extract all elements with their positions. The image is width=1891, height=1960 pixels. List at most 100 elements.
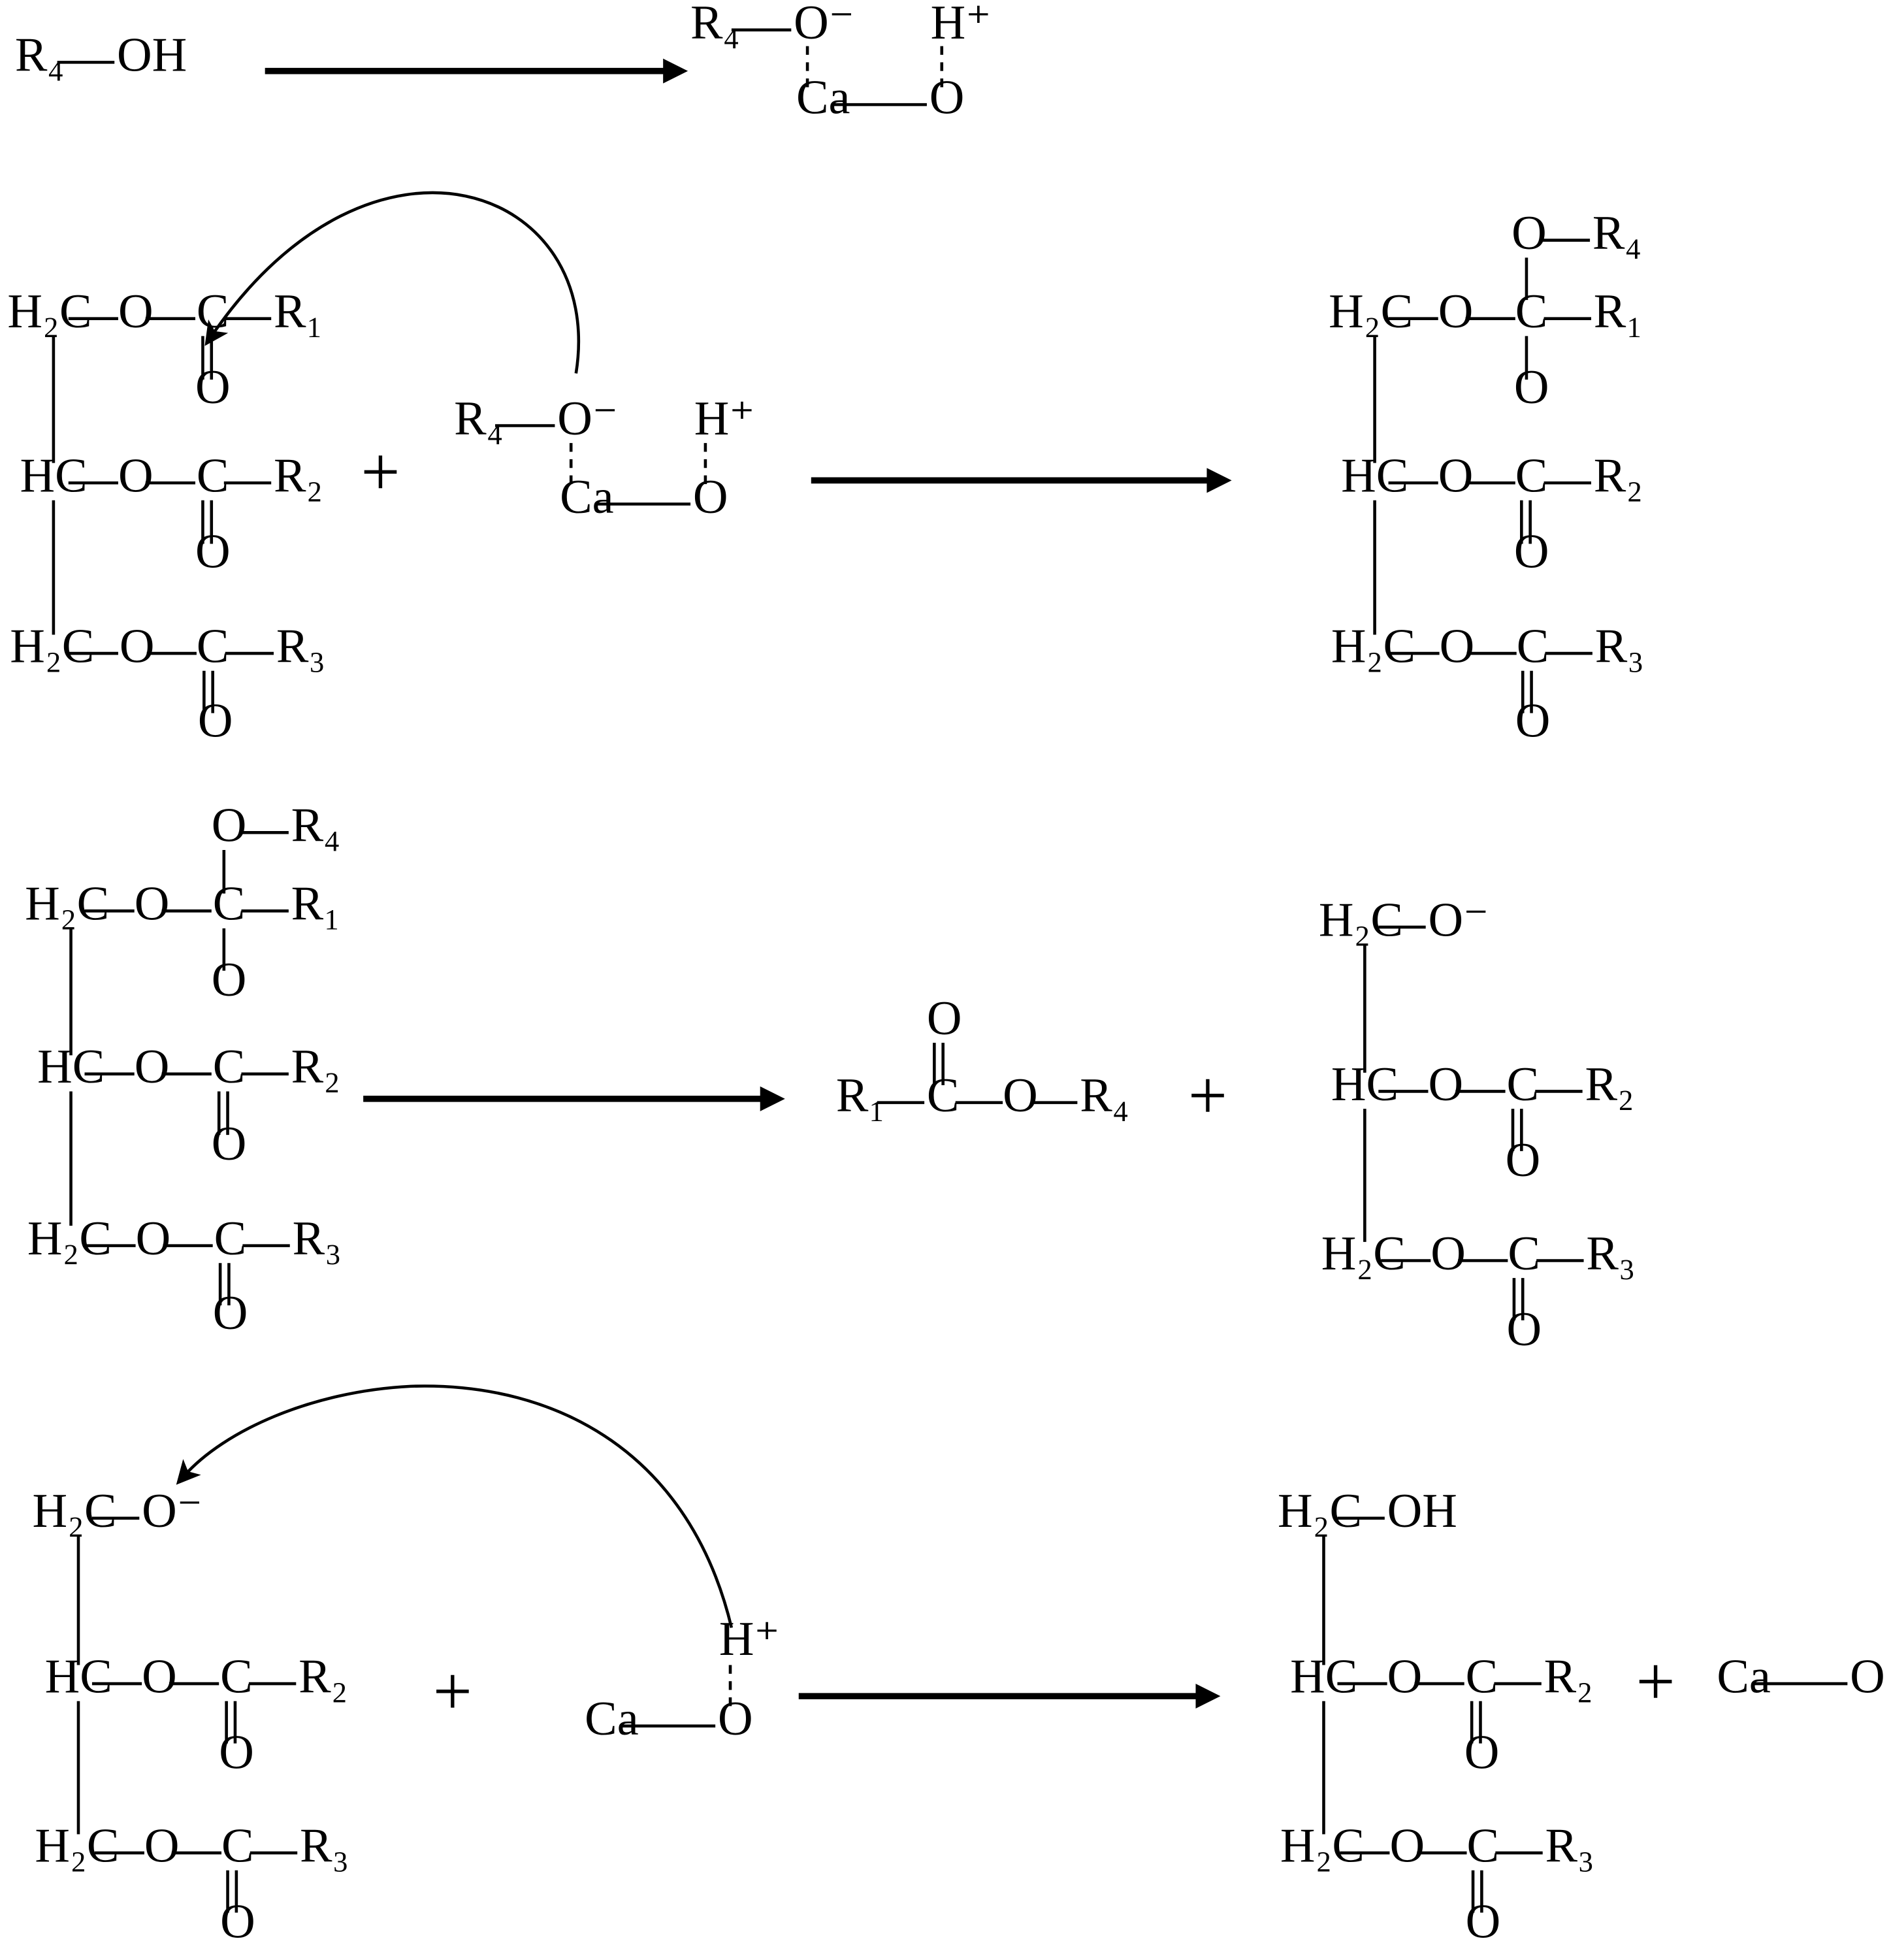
atom-R1: R₁	[291, 877, 340, 931]
atom-R1: R₁	[274, 285, 323, 338]
atom-C: C	[197, 285, 229, 338]
atom-O: O	[195, 361, 231, 414]
atom-H2C: H₂C	[1280, 1819, 1365, 1872]
atom-H2C: H₂C	[1331, 619, 1415, 673]
atom-O: O	[927, 992, 962, 1045]
atom-R4: R₄	[1080, 1069, 1129, 1122]
step-2: H₂C O C R₁ O HC O C R₂ O H₂C	[7, 191, 1644, 748]
atom-O-minus: O⁻	[1428, 893, 1489, 947]
atom-O: O	[135, 877, 170, 931]
atom-R2: R₂	[274, 449, 323, 502]
atom-C: C	[1506, 1058, 1539, 1111]
atom-R4: R₄	[454, 392, 503, 446]
atom-H2C: H₂C	[1329, 285, 1413, 338]
alkoxide-complex-product: R₄ O⁻ H⁺ Ca O	[690, 0, 991, 124]
atom-R1: R₁	[836, 1069, 885, 1122]
atom-Ca: Ca	[560, 470, 614, 524]
atom-H2C: H₂C	[10, 619, 94, 673]
atom-O: O	[136, 1212, 171, 1266]
atom-O: O	[1506, 1134, 1541, 1187]
atom-R4: R₄	[291, 799, 340, 853]
step-4: H₂C O⁻ HC O C R₂ O H₂C O C R₃ O	[33, 1384, 1885, 1949]
atom-R3: R₃	[1545, 1819, 1594, 1872]
atom-R4: R₄	[1592, 206, 1641, 260]
atom-R3: R₃	[293, 1212, 342, 1266]
atom-O: O	[118, 449, 154, 502]
atom-R2: R₂	[1585, 1058, 1634, 1111]
atom-R3: R₃	[276, 619, 325, 673]
atom-OH: OH	[117, 29, 187, 82]
atom-O: O	[144, 1819, 180, 1872]
plus-sign: +	[361, 434, 400, 511]
atom-C: C	[927, 1069, 960, 1122]
atom-O: O	[212, 953, 247, 1007]
atom-C: C	[1515, 449, 1548, 502]
atom-H2C: H₂C	[7, 285, 91, 338]
calcium-hydroxide-complex: H⁺ Ca O	[585, 1612, 780, 1746]
atom-HC: HC	[1331, 1058, 1398, 1111]
atom-R3: R₃	[1595, 619, 1644, 673]
atom-O-minus: O⁻	[557, 392, 618, 446]
atom-C: C	[197, 449, 229, 502]
atom-H2C: H₂C	[25, 877, 109, 931]
atom-O: O	[198, 694, 233, 748]
atom-R3: R₃	[1586, 1227, 1635, 1281]
atom-O: O	[693, 470, 728, 524]
atom-H2C: H₂C	[1321, 1227, 1406, 1281]
diglyceride-anion-product: H₂C O⁻ HC O C R₂ O H₂C O C R₃ O	[1319, 893, 1636, 1356]
atom-C: C	[221, 1819, 254, 1872]
atom-O: O	[1464, 1726, 1500, 1780]
atom-R2: R₂	[1544, 1650, 1593, 1703]
step-3: O R₄ H₂C O C R₁ O HC O C R₂ O	[25, 799, 1636, 1356]
ester-product: O R₁ C O R₄	[836, 992, 1129, 1122]
atom-O: O	[1430, 1227, 1466, 1281]
atom-HC: HC	[20, 449, 87, 502]
calcium-oxide-product: Ca O	[1717, 1650, 1884, 1703]
electron-flow-arrow-2	[176, 1384, 734, 1628]
atom-O: O	[718, 1692, 753, 1746]
atom-O: O	[118, 285, 154, 338]
atom-O: O	[220, 1895, 255, 1949]
atom-O: O	[219, 1726, 254, 1780]
alcohol-reactant: R₄ OH	[15, 29, 187, 82]
atom-O: O	[1389, 1819, 1425, 1872]
atom-O: O	[213, 1286, 248, 1340]
atom-O: O	[1511, 206, 1547, 260]
atom-OH: OH	[1387, 1484, 1457, 1538]
atom-C: C	[213, 1040, 246, 1094]
atom-C: C	[1515, 285, 1548, 338]
atom-H2C: H₂C	[27, 1212, 112, 1266]
atom-O: O	[212, 799, 247, 853]
atom-HC: HC	[1290, 1650, 1357, 1703]
atom-H2C: H₂C	[1278, 1484, 1362, 1538]
atom-H-plus: H⁺	[694, 392, 755, 446]
atom-R2: R₂	[299, 1650, 347, 1703]
atom-O-minus: O⁻	[794, 0, 854, 50]
atom-O: O	[1387, 1650, 1423, 1703]
atom-H-plus: H⁺	[931, 0, 992, 50]
atom-HC: HC	[37, 1040, 105, 1094]
alkoxide-complex-reactant: R₄ O⁻ H⁺ Ca O	[454, 392, 754, 524]
atom-C: C	[1467, 1819, 1500, 1872]
atom-R1: R₁	[1594, 285, 1643, 338]
step-1: R₄ OH R₄ O⁻ H⁺ Ca O	[15, 0, 992, 124]
atom-C: C	[1517, 619, 1549, 673]
atom-C: C	[214, 1212, 247, 1266]
atom-C: C	[1508, 1227, 1540, 1281]
atom-O: O	[142, 1650, 177, 1703]
atom-O: O	[195, 525, 231, 579]
atom-R4: R₄	[15, 29, 64, 82]
atom-HC: HC	[45, 1650, 112, 1703]
atom-O: O	[1440, 619, 1475, 673]
atom-O-minus: O⁻	[142, 1484, 202, 1538]
atom-C: C	[1466, 1650, 1498, 1703]
atom-O: O	[1850, 1650, 1885, 1703]
triglyceride-reactant: H₂C O C R₁ O HC O C R₂ O H₂C	[7, 285, 325, 748]
atom-O: O	[135, 1040, 170, 1094]
atom-O: O	[1438, 449, 1474, 502]
atom-O: O	[1003, 1069, 1038, 1122]
tetrahedral-intermediate-product: O R₄ H₂C O C R₁ O HC O C R₂ O	[1329, 206, 1644, 748]
atom-O: O	[1466, 1895, 1501, 1949]
atom-R4: R₄	[690, 0, 739, 50]
